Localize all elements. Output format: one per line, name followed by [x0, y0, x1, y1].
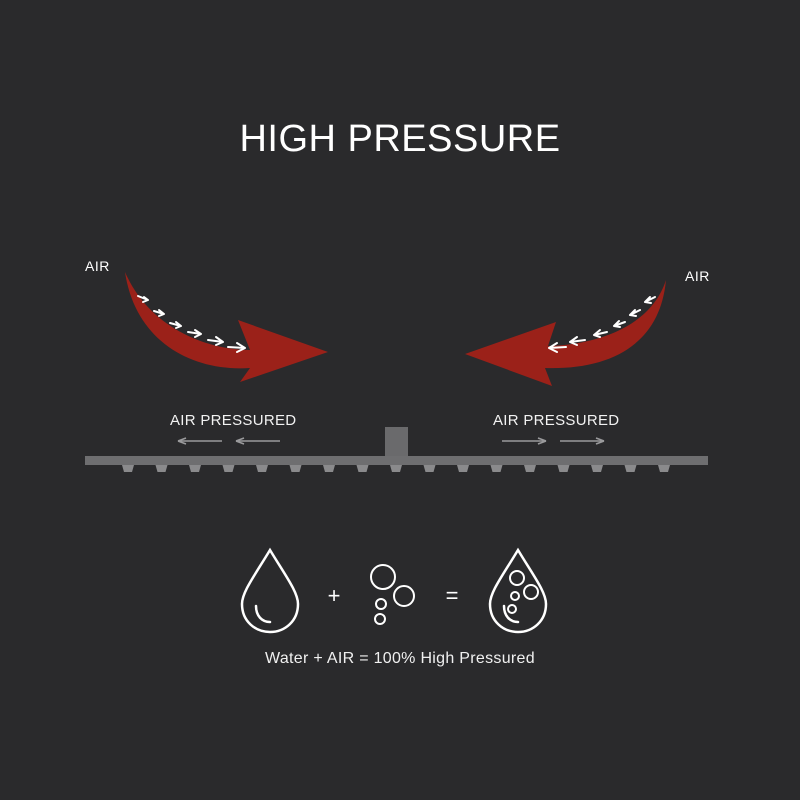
shower-nozzle: [222, 465, 235, 472]
shower-nozzle: [490, 465, 503, 472]
shower-nozzle: [323, 465, 335, 472]
shower-arm-connector: [385, 427, 408, 457]
shower-nozzle: [423, 465, 436, 472]
air-right-label: AIR: [685, 268, 710, 284]
air-bubbles-icon: [370, 564, 415, 625]
right-inner-arrows-icon: [548, 296, 656, 353]
shower-head: [85, 427, 708, 472]
shower-nozzle: [189, 465, 201, 472]
shower-nozzle: [524, 465, 536, 472]
shower-nozzle: [122, 465, 134, 472]
left-inner-arrows-icon: [137, 295, 246, 353]
shower-nozzle: [624, 465, 637, 472]
water-drop-icon: [240, 547, 300, 634]
shower-nozzle: [256, 465, 268, 472]
shower-nozzle: [155, 465, 168, 472]
air-pressured-left-label: AIR PRESSURED: [170, 412, 297, 429]
aerated-drop-icon: [488, 547, 548, 634]
shower-nozzle: [457, 465, 469, 472]
left-flow-arrow-icon: [177, 437, 280, 445]
page-title: HIGH PRESSURE: [239, 118, 561, 160]
shower-nozzle: [289, 465, 302, 472]
right-air-flow-arrow: [465, 280, 666, 386]
equals-sign: =: [446, 583, 459, 608]
shower-nozzle: [356, 465, 369, 472]
shower-nozzle: [591, 465, 603, 472]
air-left-label: AIR: [85, 258, 110, 274]
shower-plate: [85, 456, 708, 465]
left-air-flow-arrow: [125, 272, 328, 382]
outward-flow-arrows: [177, 437, 605, 445]
plus-sign: +: [328, 583, 341, 608]
right-flow-arrow-icon: [502, 437, 605, 445]
formula-caption: Water + AIR = 100% High Pressured: [265, 650, 535, 667]
shower-nozzles: [122, 465, 670, 472]
shower-nozzle: [390, 465, 402, 472]
air-pressured-right-label: AIR PRESSURED: [493, 412, 620, 429]
shower-nozzle: [557, 465, 570, 472]
shower-nozzle: [658, 465, 670, 472]
